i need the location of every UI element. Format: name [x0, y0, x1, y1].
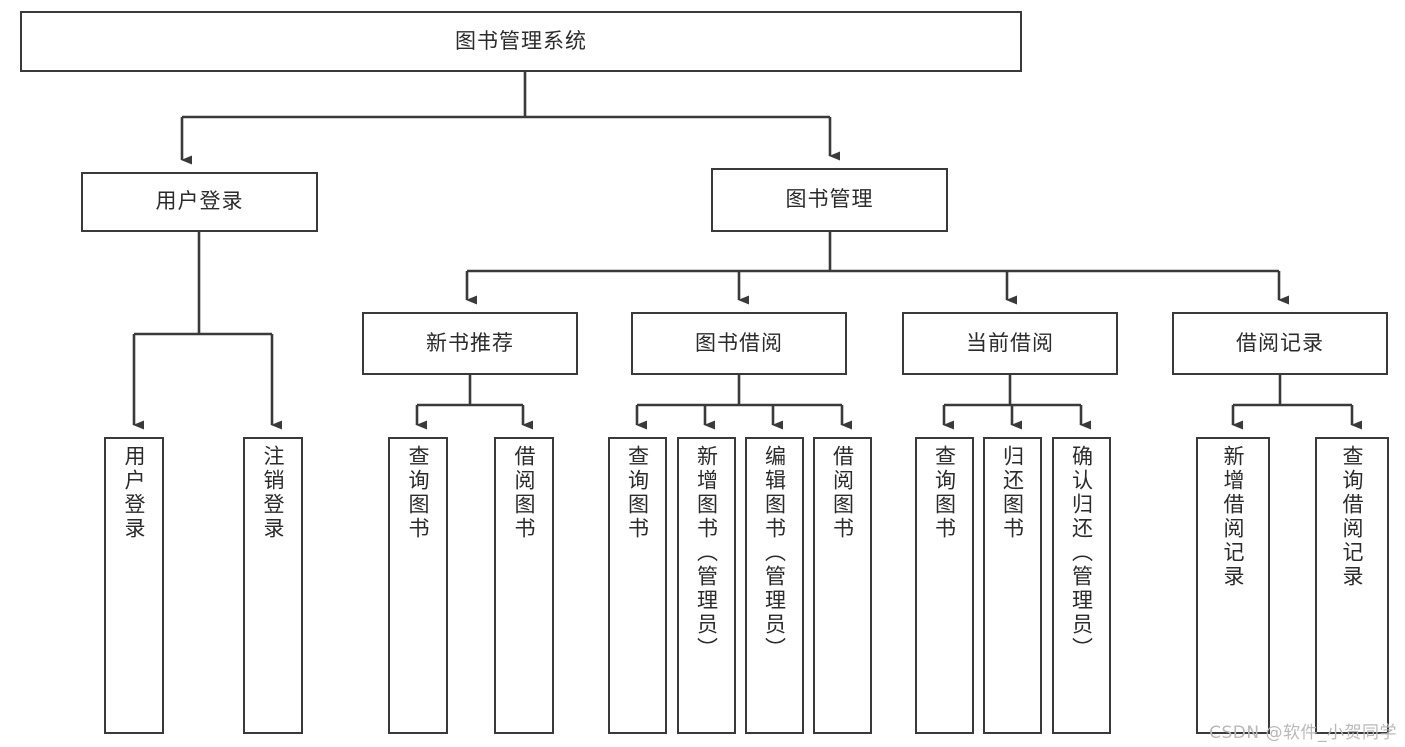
watermark-text: CSDN @软件_小贺同学 [1209, 723, 1397, 743]
node-label: 归还图书 [1000, 445, 1025, 541]
leaf-current-borrow-query[interactable]: 查询图书 [915, 437, 974, 734]
node-label: 新增图书（管理员） [694, 445, 719, 661]
node-label: 编辑图书（管理员） [762, 445, 787, 661]
node-user-login[interactable]: 用户登录 [81, 172, 318, 232]
leaf-current-borrow-return[interactable]: 归还图书 [983, 437, 1042, 734]
node-label: 查询图书 [406, 445, 431, 541]
leaf-book-borrow-edit[interactable]: 编辑图书（管理员） [745, 437, 804, 734]
node-label: 当前借阅 [966, 330, 1054, 355]
node-borrow-records[interactable]: 借阅记录 [1172, 312, 1388, 375]
node-label: 图书管理系统 [455, 28, 587, 53]
node-label: 注销登录 [261, 445, 286, 541]
leaf-user-login-signout[interactable]: 注销登录 [243, 437, 303, 734]
node-label: 借阅记录 [1236, 330, 1324, 355]
node-current-borrow[interactable]: 当前借阅 [902, 312, 1118, 375]
node-new-book-recommend[interactable]: 新书推荐 [362, 312, 578, 375]
node-label: 查询图书 [932, 445, 957, 541]
node-label: 新增借阅记录 [1221, 445, 1246, 589]
leaf-book-borrow-query[interactable]: 查询图书 [608, 437, 667, 734]
node-label: 图书管理 [785, 187, 874, 212]
node-label: 图书借阅 [695, 330, 783, 355]
leaf-borrow-record-add[interactable]: 新增借阅记录 [1196, 437, 1270, 734]
leaf-new-book-query[interactable]: 查询图书 [388, 437, 448, 734]
node-label: 借阅图书 [512, 445, 537, 541]
node-label: 新书推荐 [426, 330, 514, 355]
leaf-current-borrow-confirm-return[interactable]: 确认归还（管理员） [1052, 437, 1111, 734]
leaf-borrow-record-query[interactable]: 查询借阅记录 [1315, 437, 1389, 734]
node-label: 查询图书 [625, 445, 650, 541]
node-label: 查询借阅记录 [1340, 445, 1365, 589]
node-root-book-management-system[interactable]: 图书管理系统 [20, 11, 1022, 72]
node-book-borrow[interactable]: 图书借阅 [631, 312, 847, 375]
leaf-book-borrow-borrow[interactable]: 借阅图书 [813, 437, 872, 734]
node-label: 确认归还（管理员） [1069, 445, 1094, 661]
leaf-new-book-borrow[interactable]: 借阅图书 [494, 437, 554, 734]
node-label: 用户登录 [155, 189, 244, 214]
leaf-user-login-signin[interactable]: 用户登录 [104, 437, 164, 734]
node-label: 用户登录 [122, 445, 147, 541]
leaf-book-borrow-add[interactable]: 新增图书（管理员） [677, 437, 736, 734]
node-label: 借阅图书 [830, 445, 855, 541]
node-book-management[interactable]: 图书管理 [711, 168, 948, 232]
